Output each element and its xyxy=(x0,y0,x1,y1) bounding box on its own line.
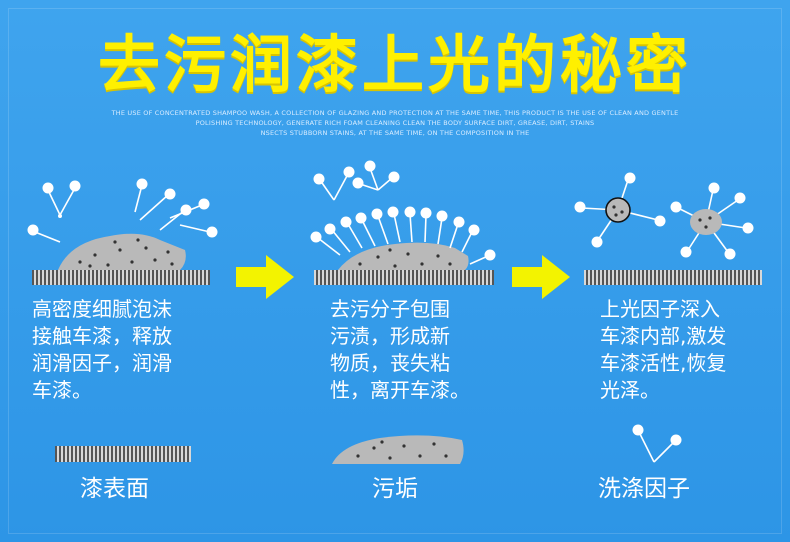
dirt-specks xyxy=(78,238,174,268)
molecule-heads xyxy=(310,160,496,261)
step-3-line-2: 车漆内部,激发 xyxy=(600,324,727,348)
subtitle-line-2: POLISHING TECHNOLOGY, GENERATE RICH FOAM… xyxy=(195,119,595,127)
paint-surface-strip xyxy=(32,270,210,285)
step-2-line-2: 污渍，形成新 xyxy=(330,324,450,348)
illustration-step-2 xyxy=(310,160,496,285)
step-3-line-3: 车漆活性,恢复 xyxy=(600,351,727,375)
arrow-icon-1 xyxy=(236,255,294,299)
dirt-specks xyxy=(358,248,452,268)
molecule-heads xyxy=(27,178,218,238)
step-3-line-1: 上光因子深入 xyxy=(600,297,720,321)
illustration-step-1 xyxy=(27,178,218,285)
paint-surface-strip xyxy=(314,270,494,285)
step-2-line-3: 物质，丧失粘 xyxy=(330,351,450,375)
illustration-step-3 xyxy=(574,172,762,285)
subtitle-line-1: THE USE OF CONCENTRATED SHAMPOO WASH, A … xyxy=(111,109,679,117)
legend-paint-surface-swatch xyxy=(55,446,191,462)
legend-cleaning-factor-swatch xyxy=(632,424,682,463)
step-2-line-1: 去污分子包围 xyxy=(330,297,450,321)
step-2-description: 去污分子包围 污渍，形成新 物质，丧失粘 性，离开车漆。 xyxy=(330,296,530,404)
step-1-description: 高密度细腻泡沫 接触车漆，释放 润滑因子，润滑 车漆。 xyxy=(32,296,232,404)
main-title: 去污润漆上光的秘密 xyxy=(97,28,692,101)
particle-specks xyxy=(612,205,624,217)
particle-specks-2 xyxy=(698,216,712,229)
legend-paint-surface-label: 漆表面 xyxy=(80,476,149,502)
molecule-heads xyxy=(574,172,754,260)
molecule-links xyxy=(581,179,747,253)
gloss-factor-particle xyxy=(690,209,722,235)
legend-dirt-label: 污垢 xyxy=(372,476,418,502)
paint-surface-strip xyxy=(584,270,762,285)
english-subtitle: THE USE OF CONCENTRATED SHAMPOO WASH, A … xyxy=(100,108,690,138)
step-1-line-4: 车漆。 xyxy=(32,378,92,402)
step-1-line-2: 接触车漆，释放 xyxy=(32,324,172,348)
dirt-blob xyxy=(338,242,469,270)
step-3-line-4: 光泽。 xyxy=(600,378,660,402)
molecule-links xyxy=(34,184,211,243)
inner-frame xyxy=(8,8,782,534)
legend-dirt-swatch xyxy=(332,435,464,464)
legend-cleaning-factor-label: 洗涤因子 xyxy=(598,476,690,502)
arrow-icon-2 xyxy=(512,255,570,299)
step-2-line-4: 性，离开车漆。 xyxy=(330,378,470,402)
encapsulated-dirt-particle xyxy=(605,197,631,223)
subtitle-line-3: NSECTS STUBBORN STAINS, AT THE SAME TIME… xyxy=(260,129,530,137)
arrow-right-1 xyxy=(236,255,294,299)
arrow-right-2 xyxy=(512,255,570,299)
step-1-line-1: 高密度细腻泡沫 xyxy=(32,297,172,321)
step-1-line-3: 润滑因子，润滑 xyxy=(32,351,172,375)
step-3-description: 上光因子深入 车漆内部,激发 车漆活性,恢复 光泽。 xyxy=(600,296,780,404)
